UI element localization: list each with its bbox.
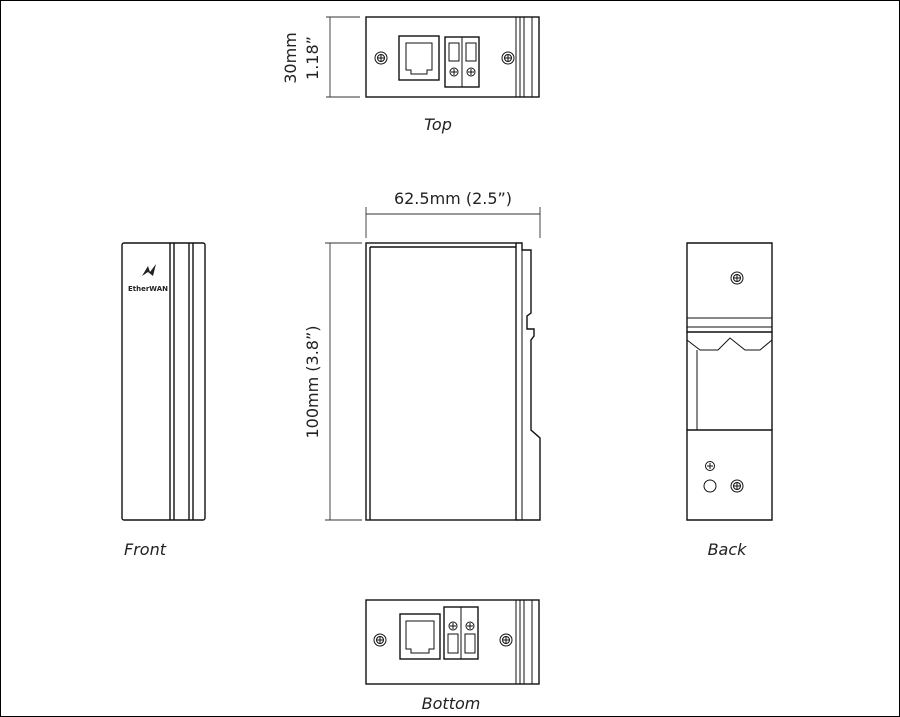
side-view: 62.5mm (2.5”) 100mm (3.8”) — [303, 189, 541, 521]
width-dimension: 62.5mm (2.5”) — [365, 189, 541, 238]
height-label: 100mm (3.8”) — [303, 325, 322, 438]
screw-icon — [730, 271, 744, 285]
top-view-label: Top — [424, 115, 452, 134]
rj45-port-icon — [399, 613, 441, 660]
top-view: 30mm 1.18” Top — [281, 16, 540, 134]
ground-icon — [705, 461, 715, 471]
bottom-view-body — [365, 599, 540, 685]
depth-in-label: 1.18” — [303, 36, 322, 80]
terminal-block-icon — [444, 36, 480, 88]
screw-icon — [374, 51, 388, 65]
screw-icon — [499, 633, 513, 647]
depth-mm-label: 30mm — [281, 32, 300, 84]
back-lower-plate — [686, 429, 773, 521]
back-view: Back — [686, 242, 773, 559]
bottom-view: Bottom — [365, 599, 540, 713]
width-label: 62.5mm (2.5”) — [394, 189, 512, 208]
terminal-block-icon — [443, 606, 479, 660]
depth-dimension: 30mm 1.18” — [281, 16, 360, 98]
front-view-label: Front — [124, 540, 167, 559]
din-clip — [516, 242, 541, 521]
back-view-label: Back — [708, 540, 748, 559]
screw-icon — [730, 479, 744, 493]
rj45-port-icon — [398, 35, 440, 81]
back-upper-plate — [686, 242, 773, 333]
front-view-body — [121, 242, 206, 521]
etherwan-logo: EtherWAN — [128, 264, 168, 293]
front-view: EtherWAN Front — [121, 242, 206, 559]
top-view-body — [365, 16, 540, 98]
screw-icon — [501, 51, 515, 65]
side-view-body — [365, 242, 517, 521]
bottom-view-label: Bottom — [422, 694, 481, 713]
ground-hole — [703, 479, 717, 493]
logo-text: EtherWAN — [128, 285, 168, 293]
screw-icon — [373, 633, 387, 647]
height-dimension: 100mm (3.8”) — [303, 242, 362, 521]
